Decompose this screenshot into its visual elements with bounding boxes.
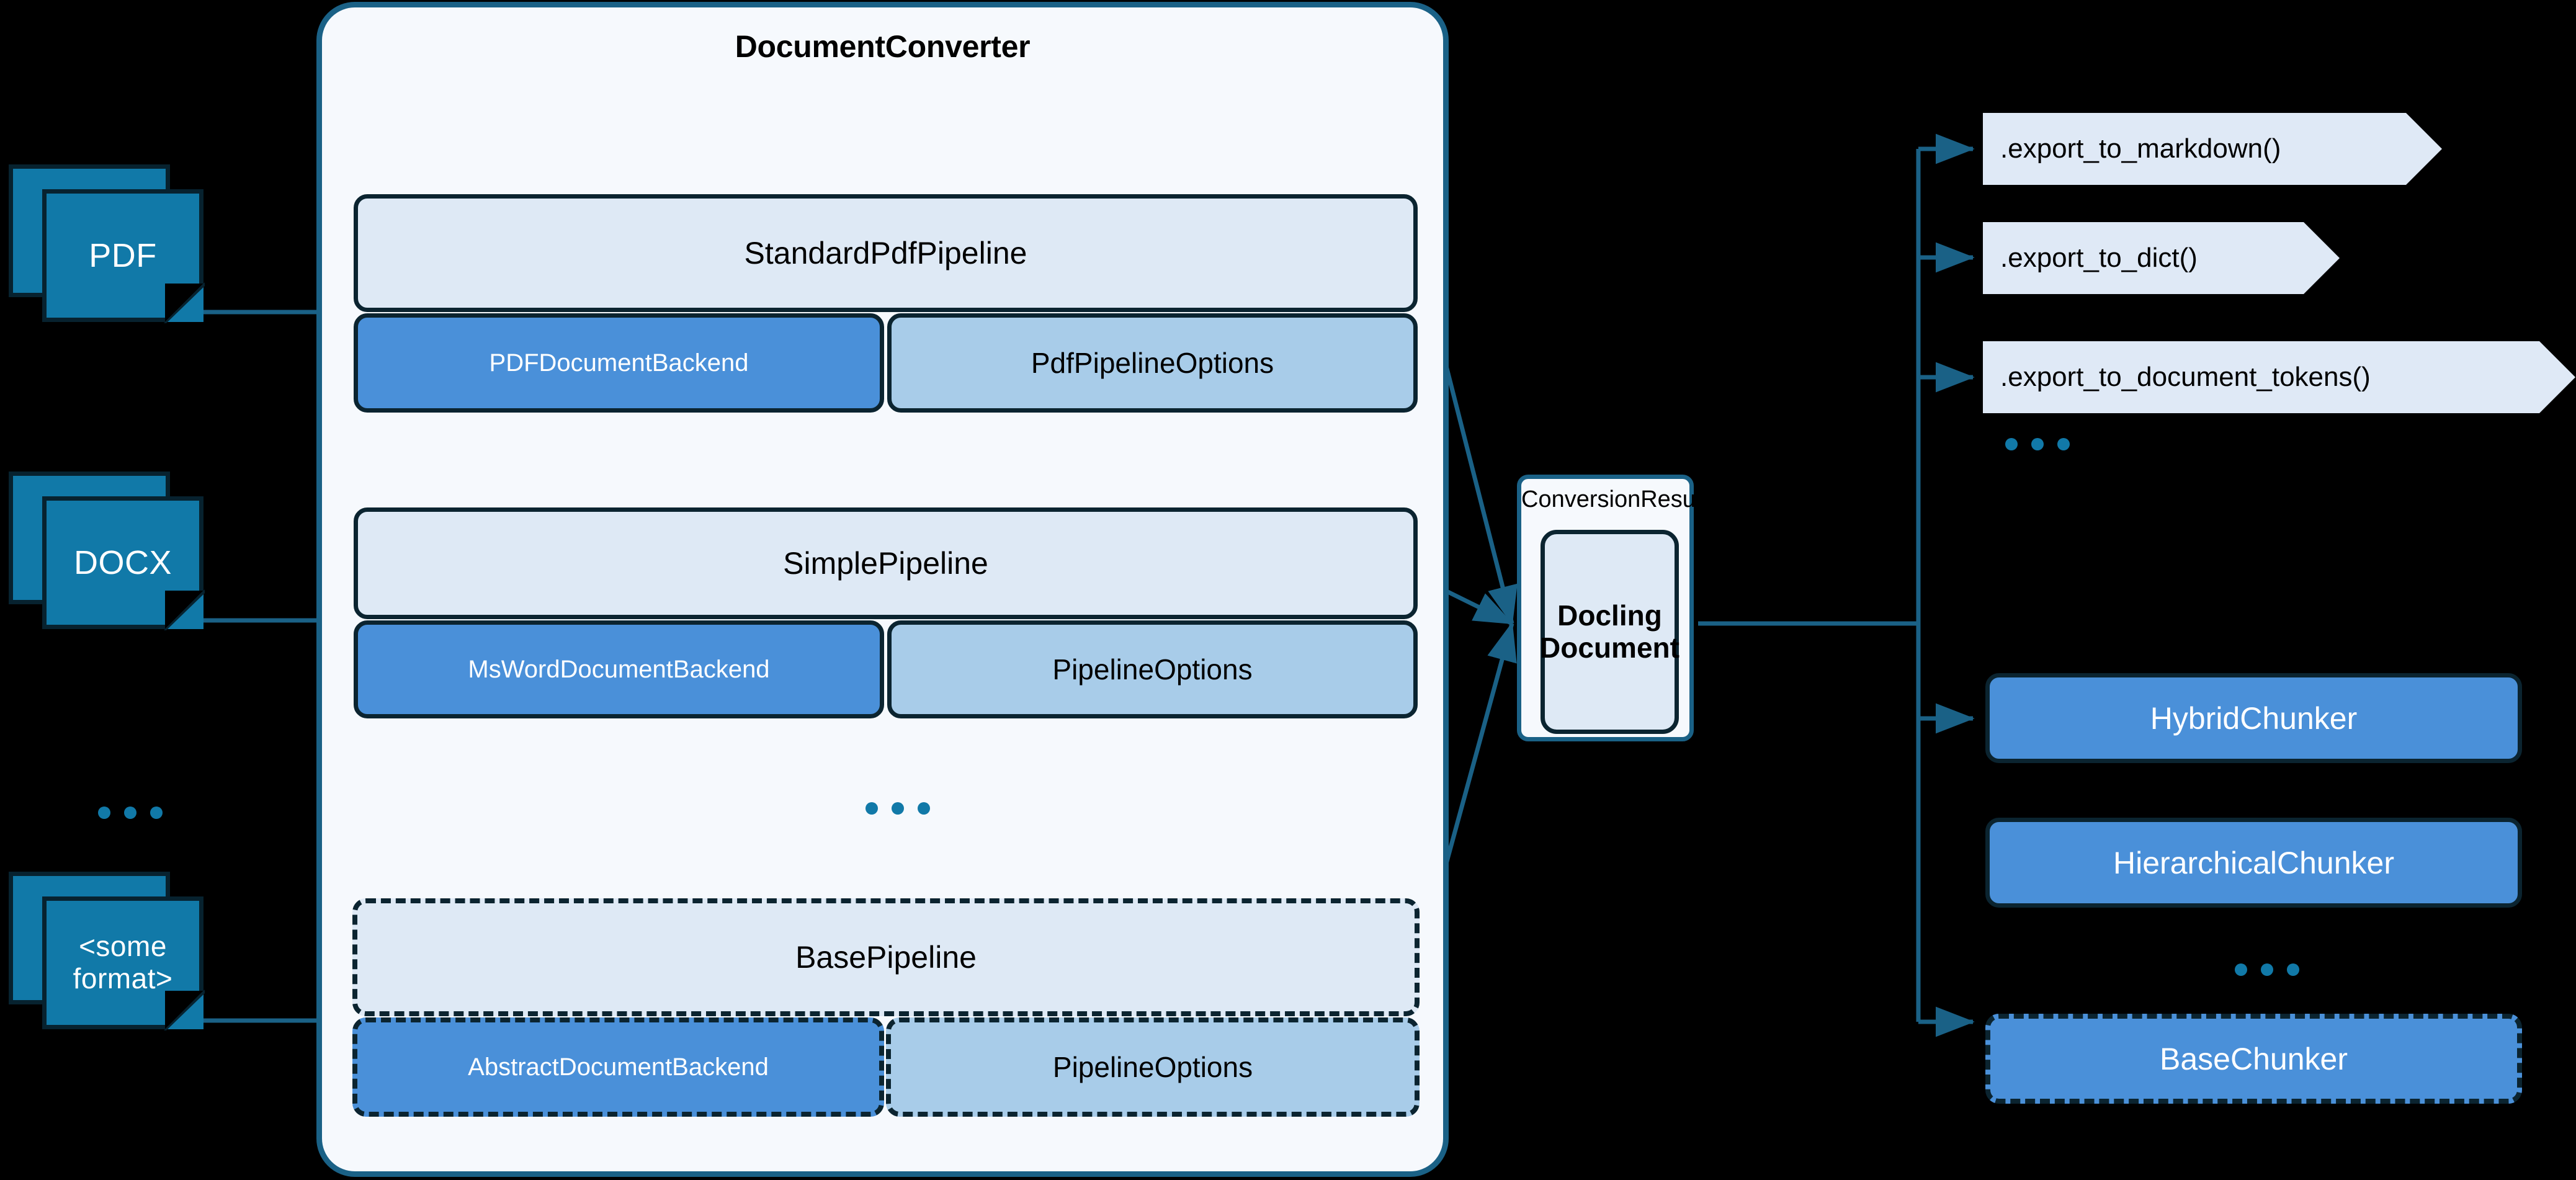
exports-ellipsis: [2005, 438, 2070, 450]
pipeline-label: StandardPdfPipeline: [744, 236, 1027, 270]
inputs-ellipsis: [98, 807, 163, 819]
backend-label: MsWordDocumentBackend: [468, 655, 770, 683]
conversion-result-title: ConversionResult: [1521, 486, 1707, 512]
chunker-hybrid[interactable]: HybridChunker: [1985, 673, 2522, 763]
input-doc-some-format[interactable]: <some format>: [9, 872, 203, 1029]
options-label: PipelineOptions: [1052, 653, 1253, 686]
export-markdown-chevron[interactable]: .export_to_markdown(): [1983, 113, 2442, 185]
some-format-front-sheet: <some format>: [42, 896, 203, 1029]
chunker-base[interactable]: BaseChunker: [1985, 1014, 2522, 1104]
page-fold-icon: [165, 284, 203, 322]
pipeline-standard-pdf-header[interactable]: StandardPdfPipeline: [354, 194, 1418, 312]
input-doc-pdf[interactable]: PDF: [9, 164, 203, 322]
input-doc-docx[interactable]: DOCX: [9, 472, 203, 629]
options-pdf-pipeline[interactable]: PdfPipelineOptions: [887, 313, 1418, 413]
input-label-some-format: <some format>: [73, 930, 173, 995]
backend-label: AbstractDocumentBackend: [468, 1053, 769, 1081]
options-label: PipelineOptions: [1052, 1051, 1253, 1083]
pipelines-ellipsis: [865, 802, 930, 815]
conversion-result-panel[interactable]: ConversionResult Docling Document: [1517, 475, 1707, 741]
backend-msword-document[interactable]: MsWordDocumentBackend: [354, 620, 884, 718]
backend-abstract-document[interactable]: AbstractDocumentBackend: [352, 1017, 884, 1117]
export-label: .export_to_dict(): [2000, 243, 2198, 273]
options-label: PdfPipelineOptions: [1031, 347, 1274, 379]
page-fold-icon: [165, 591, 203, 629]
pipeline-base-header[interactable]: BasePipeline: [352, 898, 1420, 1016]
chunker-label: BaseChunker: [2160, 1041, 2348, 1076]
docling-document-box[interactable]: Docling Document: [1540, 530, 1679, 734]
export-label: .export_to_document_tokens(): [2000, 362, 2371, 392]
options-pipeline[interactable]: PipelineOptions: [887, 620, 1418, 718]
pipeline-label: SimplePipeline: [783, 546, 988, 581]
export-document-tokens-chevron[interactable]: .export_to_document_tokens(): [1983, 341, 2575, 413]
export-dict-chevron[interactable]: .export_to_dict(): [1983, 222, 2340, 294]
docling-document-label: Docling Document: [1540, 599, 1679, 664]
chunker-label: HybridChunker: [2150, 700, 2358, 736]
pipeline-label: BasePipeline: [795, 940, 977, 975]
page-title: DocumentConverter: [735, 29, 1031, 64]
input-label-pdf: PDF: [89, 236, 157, 274]
chunker-label: HierarchicalChunker: [2113, 845, 2394, 880]
input-label-docx: DOCX: [73, 543, 172, 581]
export-label: .export_to_markdown(): [2000, 133, 2281, 164]
pipeline-simple-header[interactable]: SimplePipeline: [354, 507, 1418, 619]
chunkers-ellipsis: [2235, 963, 2299, 976]
pdf-front-sheet: PDF: [42, 189, 203, 322]
backend-pdf-document[interactable]: PDFDocumentBackend: [354, 313, 884, 413]
page-fold-icon: [165, 991, 203, 1029]
chunker-hierarchical[interactable]: HierarchicalChunker: [1985, 818, 2522, 908]
options-pipeline-base[interactable]: PipelineOptions: [886, 1017, 1420, 1117]
backend-label: PDFDocumentBackend: [489, 349, 749, 377]
docx-front-sheet: DOCX: [42, 496, 203, 629]
